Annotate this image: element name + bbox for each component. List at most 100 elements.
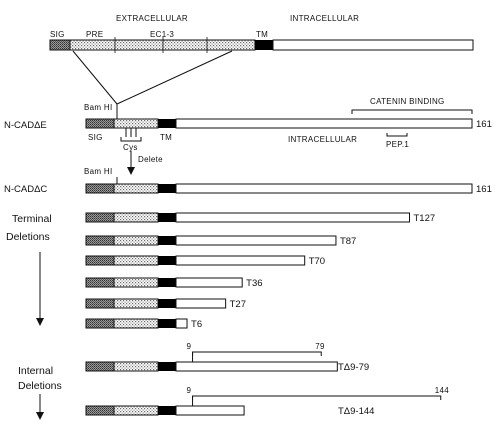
terminal-t70-tm-segment: [158, 256, 176, 265]
zoom-line-left: [72, 50, 118, 105]
internal-1-tail: [175, 361, 338, 372]
terminal-t127-label: T127: [413, 213, 435, 224]
terminal-t127-tail: [175, 212, 410, 223]
terminal-label-1: Terminal: [12, 213, 52, 225]
terminal-t6-label: T6: [191, 319, 202, 330]
terminal-t36-tm-segment: [158, 278, 176, 287]
top-pre-label: PRE: [86, 30, 103, 39]
terminal-label-2: Deletions: [6, 231, 50, 243]
nde-tm-label: TM: [160, 133, 172, 142]
terminal-t87-extracellular-segment: [113, 235, 159, 246]
top-extracellular-segment: [69, 39, 256, 51]
ndc-intracellular-segment: [175, 183, 473, 194]
intracellular-header: INTRACELLULAR: [290, 14, 359, 23]
terminal-t6-extracellular-segment: [113, 318, 159, 329]
cys-bracket: [120, 137, 142, 142]
internal-1-extracellular-segment: [113, 361, 159, 372]
terminal-t27-label: T27: [230, 299, 246, 310]
internal-2-deletion-bracket: [192, 395, 442, 400]
nde-bamhi-label: Bam HI: [84, 103, 112, 112]
internal-2-label: TΔ9-144: [338, 406, 374, 417]
catenin-binding-label: CATENIN BINDING: [370, 97, 445, 106]
terminal-t27-tail: [175, 298, 227, 309]
internal-label-1: Internal: [18, 365, 53, 377]
pep-label: PEP.1: [386, 140, 409, 149]
terminal-t70-sig-segment: [85, 255, 115, 266]
terminal-t36-sig-segment: [85, 277, 115, 288]
nde-intracellular-segment: [175, 118, 473, 129]
terminal-t36: T36: [85, 277, 263, 289]
internal-2-sig-segment: [85, 405, 115, 416]
terminal-t27-extracellular-segment: [113, 298, 159, 309]
top-intracellular-segment: [272, 39, 474, 51]
ndc-sig-segment: [85, 183, 115, 194]
internal-1-end-label: 79: [315, 342, 325, 351]
terminal-t87: T87: [85, 235, 356, 247]
internal-2-extracellular-segment: [113, 405, 159, 416]
delete-label: Delete: [138, 155, 163, 164]
ndc-extracellular-segment: [113, 183, 159, 194]
terminal-t6-sig-segment: [85, 318, 115, 329]
internal-1-start-label: 9: [187, 342, 192, 351]
extracellular-header: EXTRACELLULAR: [116, 14, 188, 23]
terminal-t127-sig-segment: [85, 212, 115, 223]
internal-1-tm-segment: [158, 362, 176, 371]
internal-1-sig-segment: [85, 361, 115, 372]
ndc-construct: Bam HI N-CADΔC 161: [4, 167, 492, 195]
top-sig-segment: [49, 39, 71, 51]
internal-1-label: TΔ9-79: [338, 362, 369, 373]
terminal-t6: T6: [85, 318, 202, 330]
nde-sig-segment: [85, 118, 115, 129]
ndc-name: N-CADΔC: [4, 184, 47, 195]
top-ec-label: EC1-3: [150, 30, 174, 39]
terminal-t70: T70: [85, 255, 325, 267]
terminal-t127-tm-segment: [158, 213, 176, 222]
ndc-end-label: 161: [476, 184, 492, 195]
terminal-t70-extracellular-segment: [113, 255, 159, 266]
terminal-t127-extracellular-segment: [113, 212, 159, 223]
ndc-tm-segment: [158, 184, 176, 193]
terminal-t87-sig-segment: [85, 235, 115, 246]
pep-bracket: [386, 133, 408, 137]
zoom-line-right: [116, 50, 233, 105]
terminal-t87-tm-segment: [158, 236, 176, 245]
nde-construct: Bam HI N-CADΔE 161 SIG Cys TM INTRACELLU…: [4, 97, 492, 152]
terminal-t36-tail: [175, 277, 243, 288]
terminal-t6-tm-segment: [158, 319, 176, 328]
internal-2-end-label: 144: [435, 386, 449, 395]
internal-2-start-label: 9: [187, 386, 192, 395]
top-tm-label: TM: [256, 30, 268, 39]
top-sig-label: SIG: [50, 30, 65, 39]
terminal-t36-extracellular-segment: [113, 277, 159, 288]
ndc-bamhi-label: Bam HI: [84, 167, 112, 176]
terminal-t87-tail: [175, 235, 337, 246]
nde-tm-segment: [158, 119, 176, 128]
internal-label-2: Deletions: [18, 380, 62, 392]
nde-extracellular-segment: [113, 118, 159, 129]
terminal-t70-label: T70: [309, 256, 325, 267]
internal-1-deletion-bracket: [192, 351, 322, 356]
full-length-bar: SIG PRE EC1-3 TM: [49, 30, 474, 53]
terminal-t6-tail: [175, 318, 188, 329]
terminal-t70-tail: [175, 255, 306, 266]
terminal-t27-tm-segment: [158, 299, 176, 308]
catenin-bracket: [351, 109, 473, 114]
terminal-t36-label: T36: [246, 278, 262, 289]
internal-2-tail: [175, 405, 245, 416]
terminal-t127: T127: [85, 212, 435, 224]
nde-intracellular-label: INTRACELLULAR: [288, 135, 357, 144]
internal-2-tm-segment: [158, 406, 176, 415]
terminal-t27-sig-segment: [85, 298, 115, 309]
top-tm-segment: [255, 40, 273, 50]
nde-sig-label: SIG: [88, 133, 103, 142]
nde-cys-label: Cys: [123, 143, 138, 152]
nde-name: N-CADΔE: [4, 120, 47, 131]
terminal-t27: T27: [85, 298, 246, 310]
terminal-t87-label: T87: [340, 236, 356, 247]
